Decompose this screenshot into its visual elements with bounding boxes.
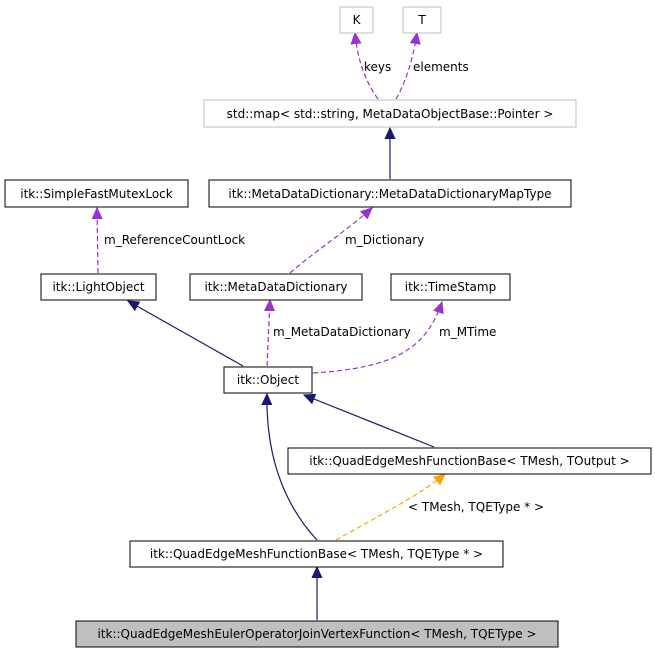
node-object[interactable]: itk::Object: [223, 366, 313, 394]
node-k-label: K: [353, 13, 362, 27]
edge-label-m-dictionary: m_Dictionary: [345, 233, 424, 247]
edge-label-m-refcountlock: m_ReferenceCountLock: [104, 233, 245, 247]
node-joinvertexfunction[interactable]: itk::QuadEdgeMeshEulerOperatorJoinVertex…: [75, 620, 559, 648]
edge-m-refcountlock: [97, 208, 98, 274]
node-metadatadictionarymaptype-label: itk::MetaDataDictionary::MetaDataDiction…: [228, 187, 551, 201]
edge-elements: [395, 33, 417, 100]
node-timestamp[interactable]: itk::TimeStamp: [390, 273, 511, 301]
node-funcbase-tqetype[interactable]: itk::QuadEdgeMeshFunctionBase< TMesh, TQ…: [129, 540, 504, 568]
node-metadatadictionarymaptype[interactable]: itk::MetaDataDictionary::MetaDataDiction…: [208, 179, 572, 208]
edge-label-elements: elements: [413, 60, 469, 74]
edge-m-mtime: [312, 302, 442, 374]
node-timestamp-label: itk::TimeStamp: [405, 280, 496, 294]
node-funcbase-tqetype-label: itk::QuadEdgeMeshFunctionBase< TMesh, TQ…: [150, 547, 483, 561]
node-object-label: itk::Object: [237, 373, 299, 387]
node-lightobject-label: itk::LightObject: [52, 280, 144, 294]
edge-label-m-mtime: m_MTime: [439, 325, 496, 339]
edge-template-args: [335, 474, 445, 541]
edge-funcbase-out-inherits-object: [304, 395, 435, 448]
edge-label-m-metadatadictionary: m_MetaDataDictionary: [273, 325, 411, 339]
node-t-label: T: [417, 13, 426, 27]
node-joinvertexfunction-label: itk::QuadEdgeMeshEulerOperatorJoinVertex…: [97, 627, 536, 641]
node-map[interactable]: std::map< std::string, MetaDataObjectBas…: [203, 99, 577, 128]
node-simplefastmutexlock[interactable]: itk::SimpleFastMutexLock: [4, 179, 189, 208]
edge-m-metadatadictionary: [267, 300, 270, 367]
node-map-label: std::map< std::string, MetaDataObjectBas…: [227, 107, 554, 121]
node-t[interactable]: T: [402, 6, 442, 34]
edge-funcbase-qe-inherits-object: [267, 394, 318, 541]
node-funcbase-toutput[interactable]: itk::QuadEdgeMeshFunctionBase< TMesh, TO…: [287, 447, 652, 475]
edge-object-inherits-lightobject: [128, 301, 244, 367]
edge-label-template-args: < TMesh, TQEType * >: [408, 500, 544, 514]
edge-label-keys: keys: [364, 60, 391, 74]
node-k[interactable]: K: [339, 6, 374, 34]
node-lightobject[interactable]: itk::LightObject: [40, 273, 157, 301]
node-funcbase-toutput-label: itk::QuadEdgeMeshFunctionBase< TMesh, TO…: [309, 454, 629, 468]
edge-m-dictionary: [289, 208, 372, 274]
node-simplefastmutexlock-label: itk::SimpleFastMutexLock: [20, 187, 173, 201]
node-metadatadictionary-label: itk::MetaDataDictionary: [204, 280, 347, 294]
node-metadatadictionary[interactable]: itk::MetaDataDictionary: [189, 273, 363, 301]
